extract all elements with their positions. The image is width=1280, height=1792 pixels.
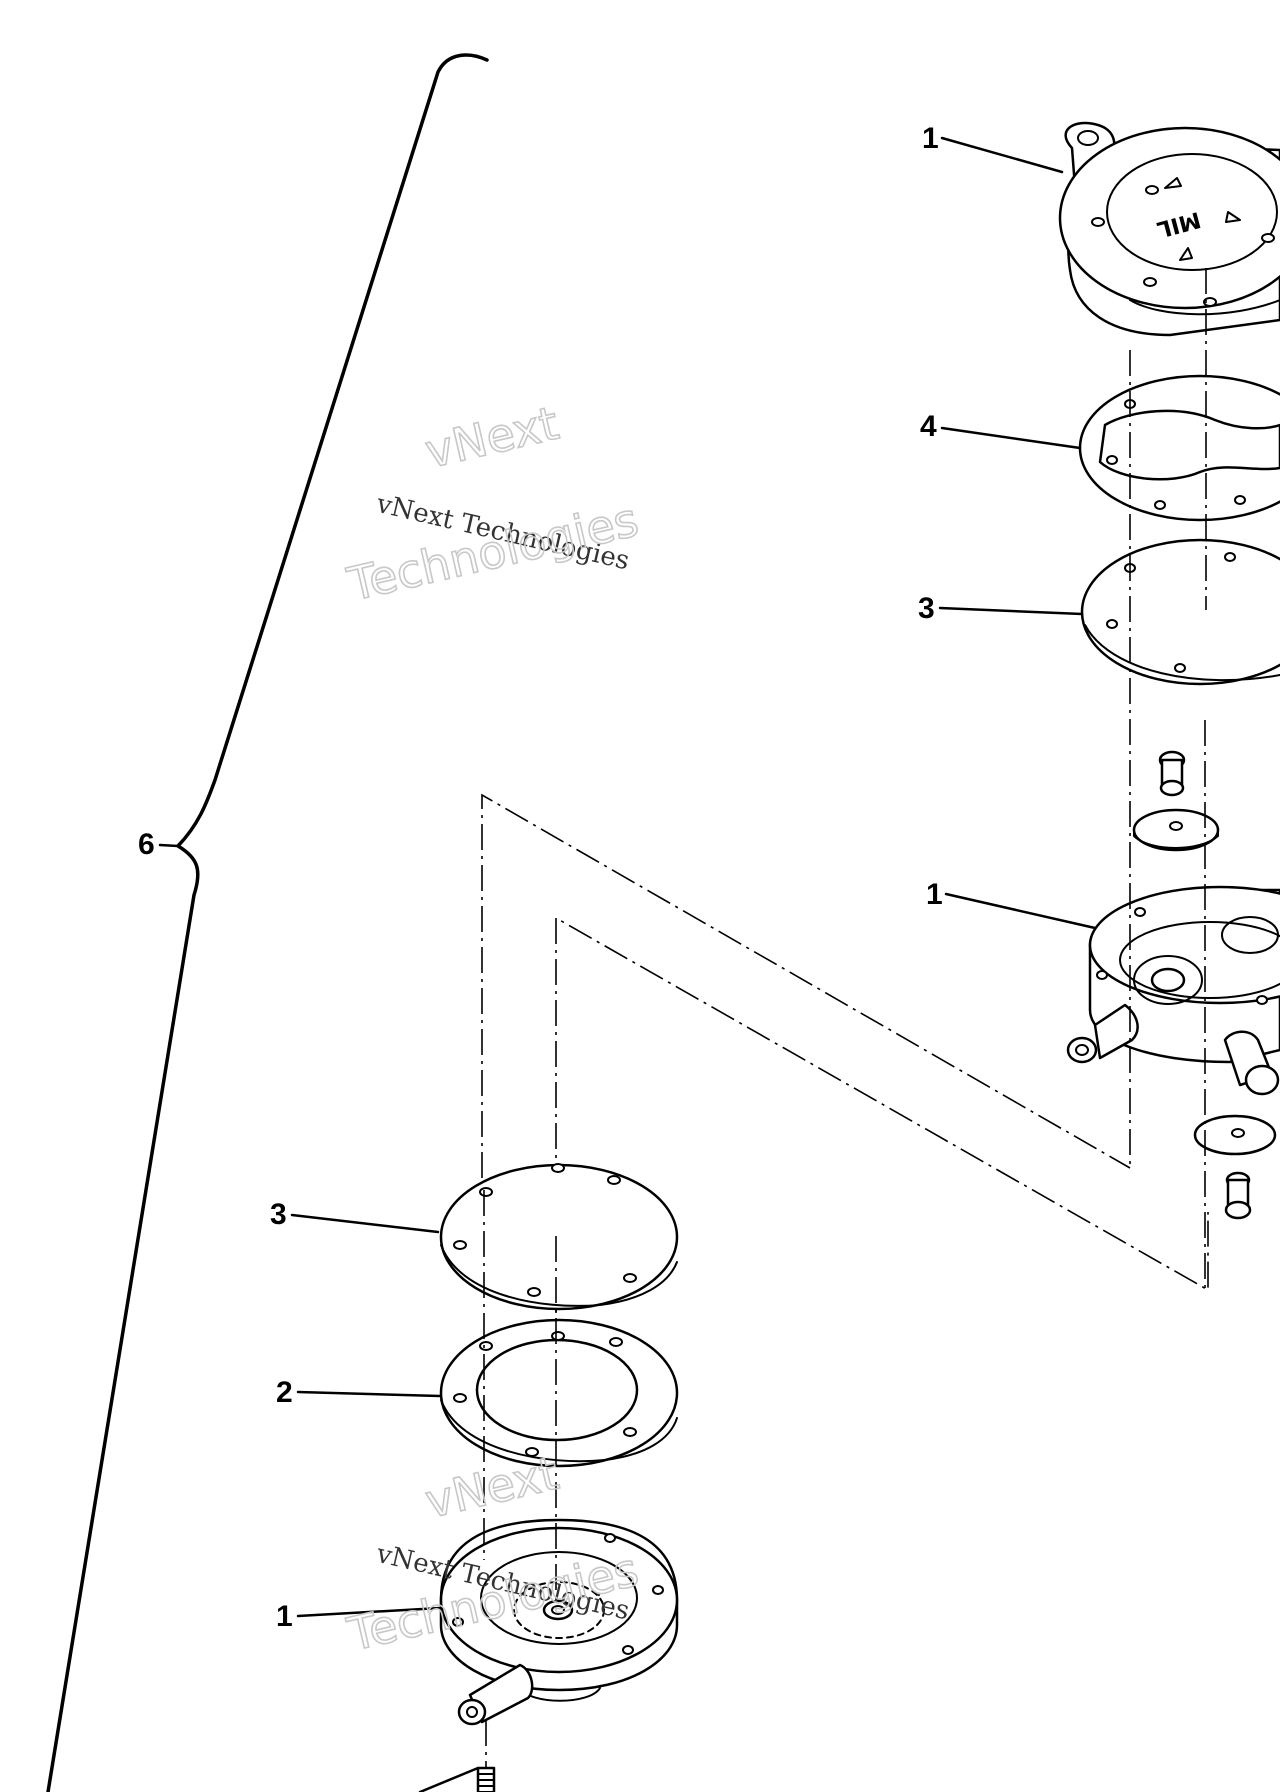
lower-plug [1224,1171,1252,1220]
top-gasket [1078,374,1280,522]
middle-body [1066,885,1280,1096]
leader-top-cover [940,136,1064,174]
leader-top-gasket [940,426,1082,450]
callout-top-diaphragm-3: 3 [918,592,935,625]
callout-top-cover-1: 1 [922,122,939,155]
leader-middle-body [944,892,1097,930]
upper-plug [1158,750,1186,797]
top-diaphragm [1080,538,1280,686]
leader-top-diaphragm [938,606,1084,616]
leader-lower-gasket [296,1390,442,1398]
lower-washer [1193,1114,1277,1156]
svg-text:vNext: vNext [420,1446,563,1529]
threaded-stud [418,1766,496,1792]
routing-line-outer [481,793,1131,1178]
callout-assembly-6: 6 [138,828,155,861]
lower-diaphragm [439,1163,679,1311]
routing-line-inner [555,916,1209,1395]
callout-top-gasket-4: 4 [920,410,937,443]
lower-gasket [439,1318,679,1468]
leader-bottom-body [296,1606,442,1618]
leader-assembly [158,843,180,848]
callout-lower-diaphragm-3: 3 [270,1198,287,1231]
callout-bottom-body-1: 1 [276,1600,293,1633]
svg-text:vNext: vNext [420,396,563,479]
callout-middle-body-1: 1 [926,878,943,911]
top-cover: MIL [1058,121,1280,337]
watermark-top: vNext vNext Technologies Technologies [341,395,644,612]
bottom-body [439,1518,679,1726]
leader-lower-diaphragm [290,1213,440,1234]
assembly-bracket [46,53,489,1792]
upper-washer [1132,808,1220,852]
callout-lower-gasket-2: 2 [276,1376,293,1409]
